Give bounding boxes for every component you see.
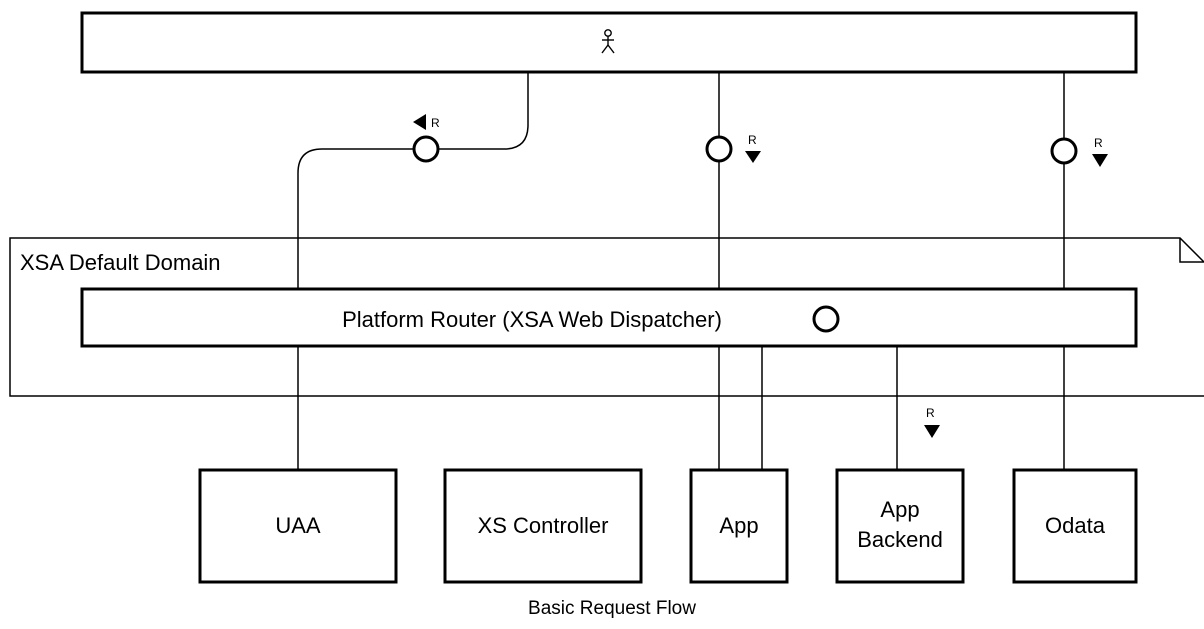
component-label-line-2: Backend [857,527,943,552]
uaa-interface-icon [412,135,440,163]
request-marker-odata: R [1092,136,1108,167]
component-label-line-1: App [880,497,919,522]
triangle-down-icon [1092,154,1108,167]
request-marker-uaa: R [413,114,440,130]
interfaces [412,135,1078,333]
component-xs-controller: XS Controller [443,468,643,584]
actor-icon [601,29,615,54]
client-uaa-connector [297,72,529,289]
component-label: Odata [1045,513,1106,538]
diagram-caption: Basic Request Flow [528,598,696,619]
request-markers: R R R R [413,114,1108,438]
platform-router: Platform Router (XSA Web Dispatcher) [80,287,1138,348]
request-marker-label: R [748,133,757,147]
component-label: XS Controller [478,513,609,538]
connectors [297,72,1065,470]
domain-label: XSA Default Domain [20,250,221,275]
client-bar [80,11,1138,74]
component-label: App [719,513,758,538]
component-app: App [689,468,789,584]
router-label: Platform Router (XSA Web Dispatcher) [342,307,722,332]
component-odata: Odata [1012,468,1138,584]
request-marker-app: R [745,133,761,163]
triangle-left-icon [413,114,426,130]
request-marker-label: R [1094,136,1103,150]
domain-boundary: XSA Default Domain [9,237,1204,397]
request-marker-label: R [431,116,440,130]
odata-interface-icon [1050,137,1078,165]
request-marker-backend: R [924,406,940,438]
component-label: UAA [275,513,321,538]
backend-interface-icon [812,305,840,333]
app-interface-icon [705,135,733,163]
request-marker-label: R [926,406,935,420]
component-uaa: UAA [198,468,398,584]
triangle-down-icon [745,151,761,163]
triangle-down-icon [924,425,940,438]
component-app-backend: App Backend [835,468,965,584]
